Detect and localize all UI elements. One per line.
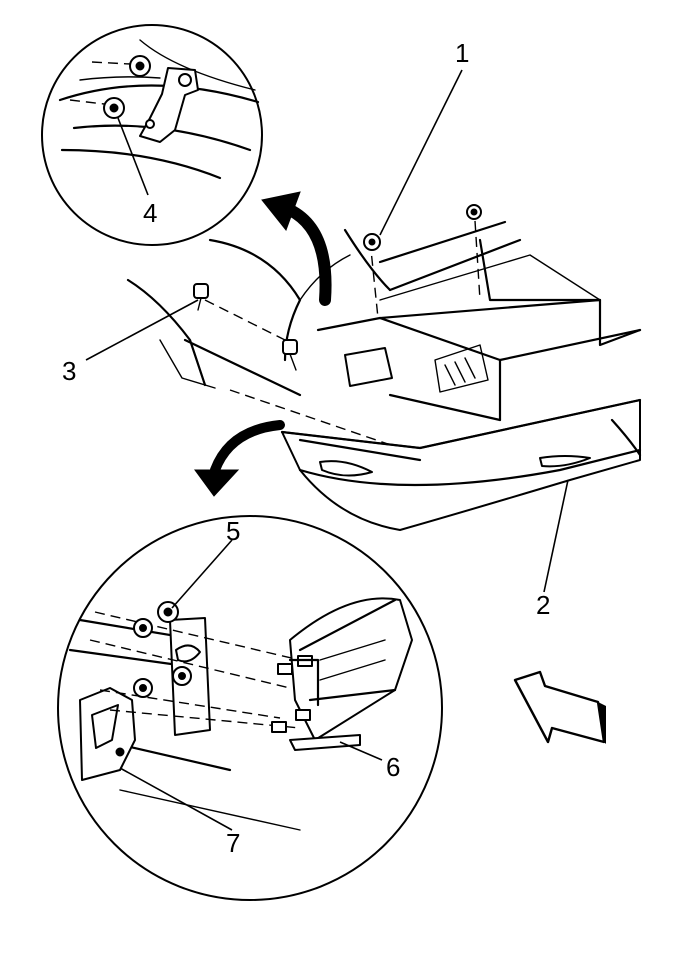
- callout-4: 4: [143, 198, 157, 228]
- nut-upper-icon: [129, 55, 151, 77]
- nut-5b-icon: [133, 618, 153, 638]
- bolt-lower-icon: [282, 339, 298, 371]
- nut-5d-icon: [133, 678, 153, 698]
- callout-7: 7: [226, 828, 240, 858]
- callout-2: 2: [536, 590, 550, 620]
- nut-right-top-icon: [466, 204, 482, 220]
- forward-direction-arrow-icon: [513, 670, 606, 744]
- top-detail-view: [41, 24, 263, 246]
- vehicle-rear-view: [126, 204, 642, 456]
- callout-5: 5: [226, 516, 240, 546]
- callout-1: 1: [455, 38, 469, 68]
- nut-left-top-icon: [363, 233, 381, 251]
- nut-lower-icon: [103, 97, 125, 119]
- upward-curved-arrow-icon: [261, 191, 332, 306]
- callout-6: 6: [386, 752, 400, 782]
- bottom-detail-view: [57, 515, 443, 901]
- bolt-upper-icon: [193, 283, 209, 311]
- nut-5c-icon: [172, 666, 192, 686]
- rear-bumper-fascia: [280, 398, 642, 531]
- callout-3: 3: [62, 356, 76, 386]
- downward-curved-arrow-icon: [194, 420, 285, 497]
